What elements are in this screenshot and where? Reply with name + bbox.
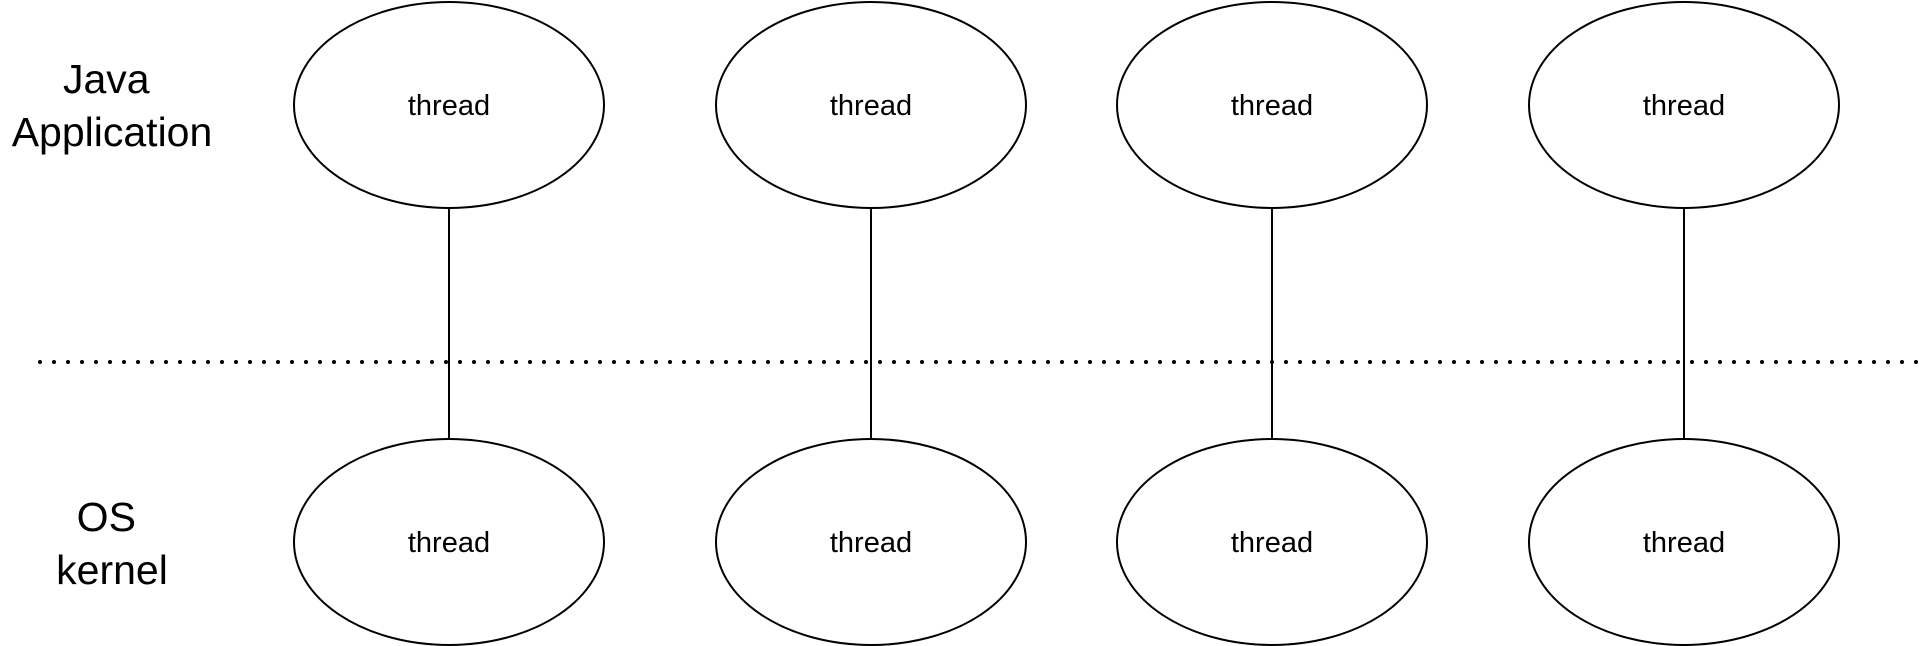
thread-label: thread [1643, 527, 1725, 559]
layer-label-os-kernel: OS kernel [56, 494, 168, 593]
app-thread-node-3: thread [1116, 1, 1428, 209]
thread-label: thread [830, 90, 912, 122]
thread-label: thread [408, 527, 490, 559]
layer-label-java-application: Java Application [12, 56, 213, 155]
app-thread-node-1: thread [293, 1, 605, 209]
thread-label: thread [1231, 90, 1313, 122]
layer-label-line: Java [63, 56, 150, 102]
thread-ellipse [293, 1, 605, 209]
thread-label: thread [408, 90, 490, 122]
thread-label: thread [1231, 527, 1313, 559]
thread-ellipse [715, 438, 1027, 646]
os-thread-node-4: thread [1528, 438, 1840, 646]
thread-ellipse [715, 1, 1027, 209]
layer-label-line: OS [77, 494, 136, 540]
thread-label: thread [830, 527, 912, 559]
thread-label: thread [1643, 90, 1725, 122]
thread-ellipse [1116, 438, 1428, 646]
os-thread-node-1: thread [293, 438, 605, 646]
os-thread-node-2: thread [715, 438, 1027, 646]
thread-ellipse [1528, 1, 1840, 209]
thread-ellipse [1528, 438, 1840, 646]
layer-label-line: kernel [56, 547, 168, 593]
os-thread-node-3: thread [1116, 438, 1428, 646]
thread-ellipse [293, 438, 605, 646]
layer-label-line: Application [12, 109, 213, 155]
app-thread-node-2: thread [715, 1, 1027, 209]
thread-ellipse [1116, 1, 1428, 209]
app-thread-node-4: thread [1528, 1, 1840, 209]
